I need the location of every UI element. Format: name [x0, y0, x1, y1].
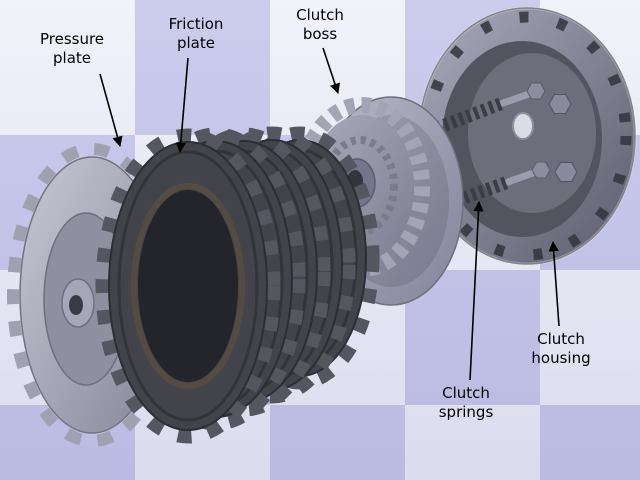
friction-material-rim [131, 183, 245, 389]
label-clutch-boss: Clutch boss [296, 6, 344, 43]
clutch-housing-shape [417, 6, 637, 266]
friction-plate-arrow [175, 57, 189, 154]
annotation-arrows [99, 47, 560, 381]
spring-top [434, 96, 506, 135]
label-pressure-plate: Pressure plate [39, 30, 105, 67]
clutch-springs-arrow [469, 200, 484, 381]
friction-plate-stack [95, 126, 380, 444]
label-friction-plate: Friction plate [168, 15, 224, 52]
spring-bolt-bottom [504, 169, 537, 186]
clutch-housing-arrow [548, 240, 560, 327]
housing-slots [422, 11, 632, 261]
housing-center-hole [512, 112, 534, 140]
stack-center-hole [138, 190, 238, 382]
spring-bolt-top [499, 90, 533, 107]
pressure-plate-hole [69, 295, 83, 315]
housing-bolt-hex-bottom [554, 162, 578, 182]
bolt-head-top [526, 82, 546, 100]
bolt-head-bottom [531, 161, 551, 179]
pressure-plate-arrow [99, 73, 123, 148]
clutch-boss-arrow [322, 47, 340, 94]
label-clutch-housing: Clutch housing [531, 330, 591, 367]
label-clutch-springs: Clutch springs [438, 384, 494, 421]
housing-bolt-hex-top [548, 94, 572, 114]
